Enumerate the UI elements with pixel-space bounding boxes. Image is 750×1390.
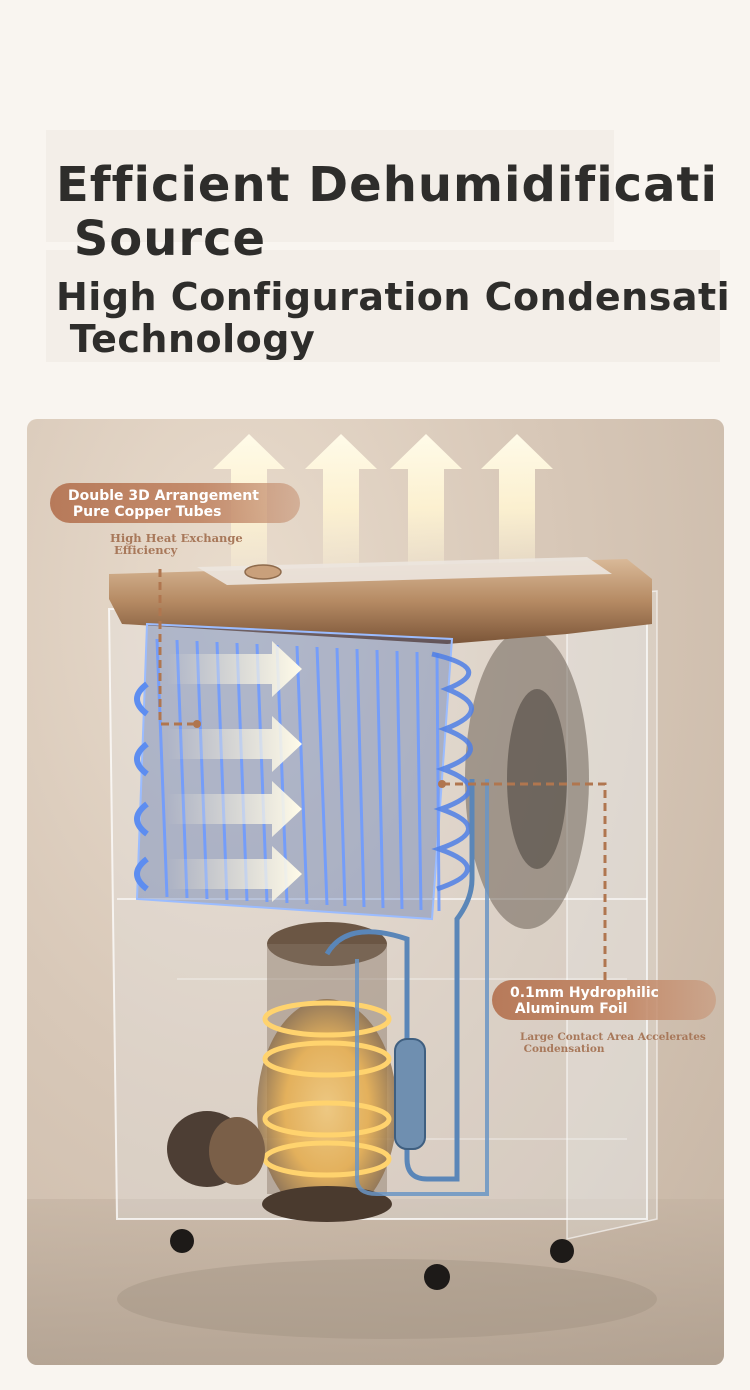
product-photo [27, 419, 724, 1365]
right-arrow-icon [167, 846, 302, 902]
callout-copper-tubes-note: High Heat Exchange Efficiency [110, 531, 243, 557]
wheel [424, 1264, 450, 1290]
floor [27, 1199, 724, 1365]
compressor [257, 922, 397, 1222]
refrigerant-pipes [324, 779, 475, 1182]
condenser-coil [134, 622, 474, 921]
up-arrow-icon [390, 434, 462, 599]
callout-aluminum-foil-label: 0.1mm Hydrophilic Aluminum Foil [492, 980, 716, 1020]
wheel [550, 1239, 574, 1263]
air-inflow-arrows [167, 641, 302, 902]
subtitle-band [46, 250, 720, 362]
callout-aluminum-foil-note: Large Contact Area Accelerates Condensat… [520, 1031, 706, 1055]
up-arrow-icon [305, 434, 377, 599]
air-outflow-arrows [213, 434, 553, 599]
callout-dot [193, 720, 201, 728]
compressor-ring [262, 1000, 392, 1038]
title-band [46, 130, 614, 242]
fan-hub [507, 689, 567, 869]
callout-dot [438, 780, 446, 788]
coil-tubes [134, 681, 149, 892]
floor-reflection [117, 1259, 657, 1339]
callout-leader-foil [442, 782, 607, 989]
wheel [170, 1229, 194, 1253]
compressor-ring [262, 1100, 392, 1138]
compressor-base [262, 1186, 392, 1222]
right-arrow-icon [167, 781, 302, 837]
compressor-glow [257, 999, 397, 1219]
refrigerant-pipes [355, 779, 489, 1196]
page-subtitle: High Configuration Condensati Technology [56, 276, 731, 360]
up-arrow-icon [481, 434, 553, 599]
control-panel [197, 557, 612, 585]
accumulator [394, 1038, 426, 1150]
page-title: Efficient Dehumidificati Source [56, 158, 718, 266]
housing-side-panel [566, 590, 658, 1240]
dehumidifier-illustration [27, 434, 724, 1365]
compressor-ring [262, 1040, 392, 1078]
motor-cylinder-face [209, 1117, 265, 1185]
coil-fins [155, 638, 441, 912]
coil-side-tubes [431, 651, 474, 892]
right-arrow-icon [167, 716, 302, 772]
right-arrow-icon [167, 641, 302, 697]
compressor-ring [262, 1140, 392, 1178]
control-knob [244, 564, 282, 580]
callout-copper-tubes-label: Double 3D Arrangement Pure Copper Tubes [50, 483, 300, 523]
